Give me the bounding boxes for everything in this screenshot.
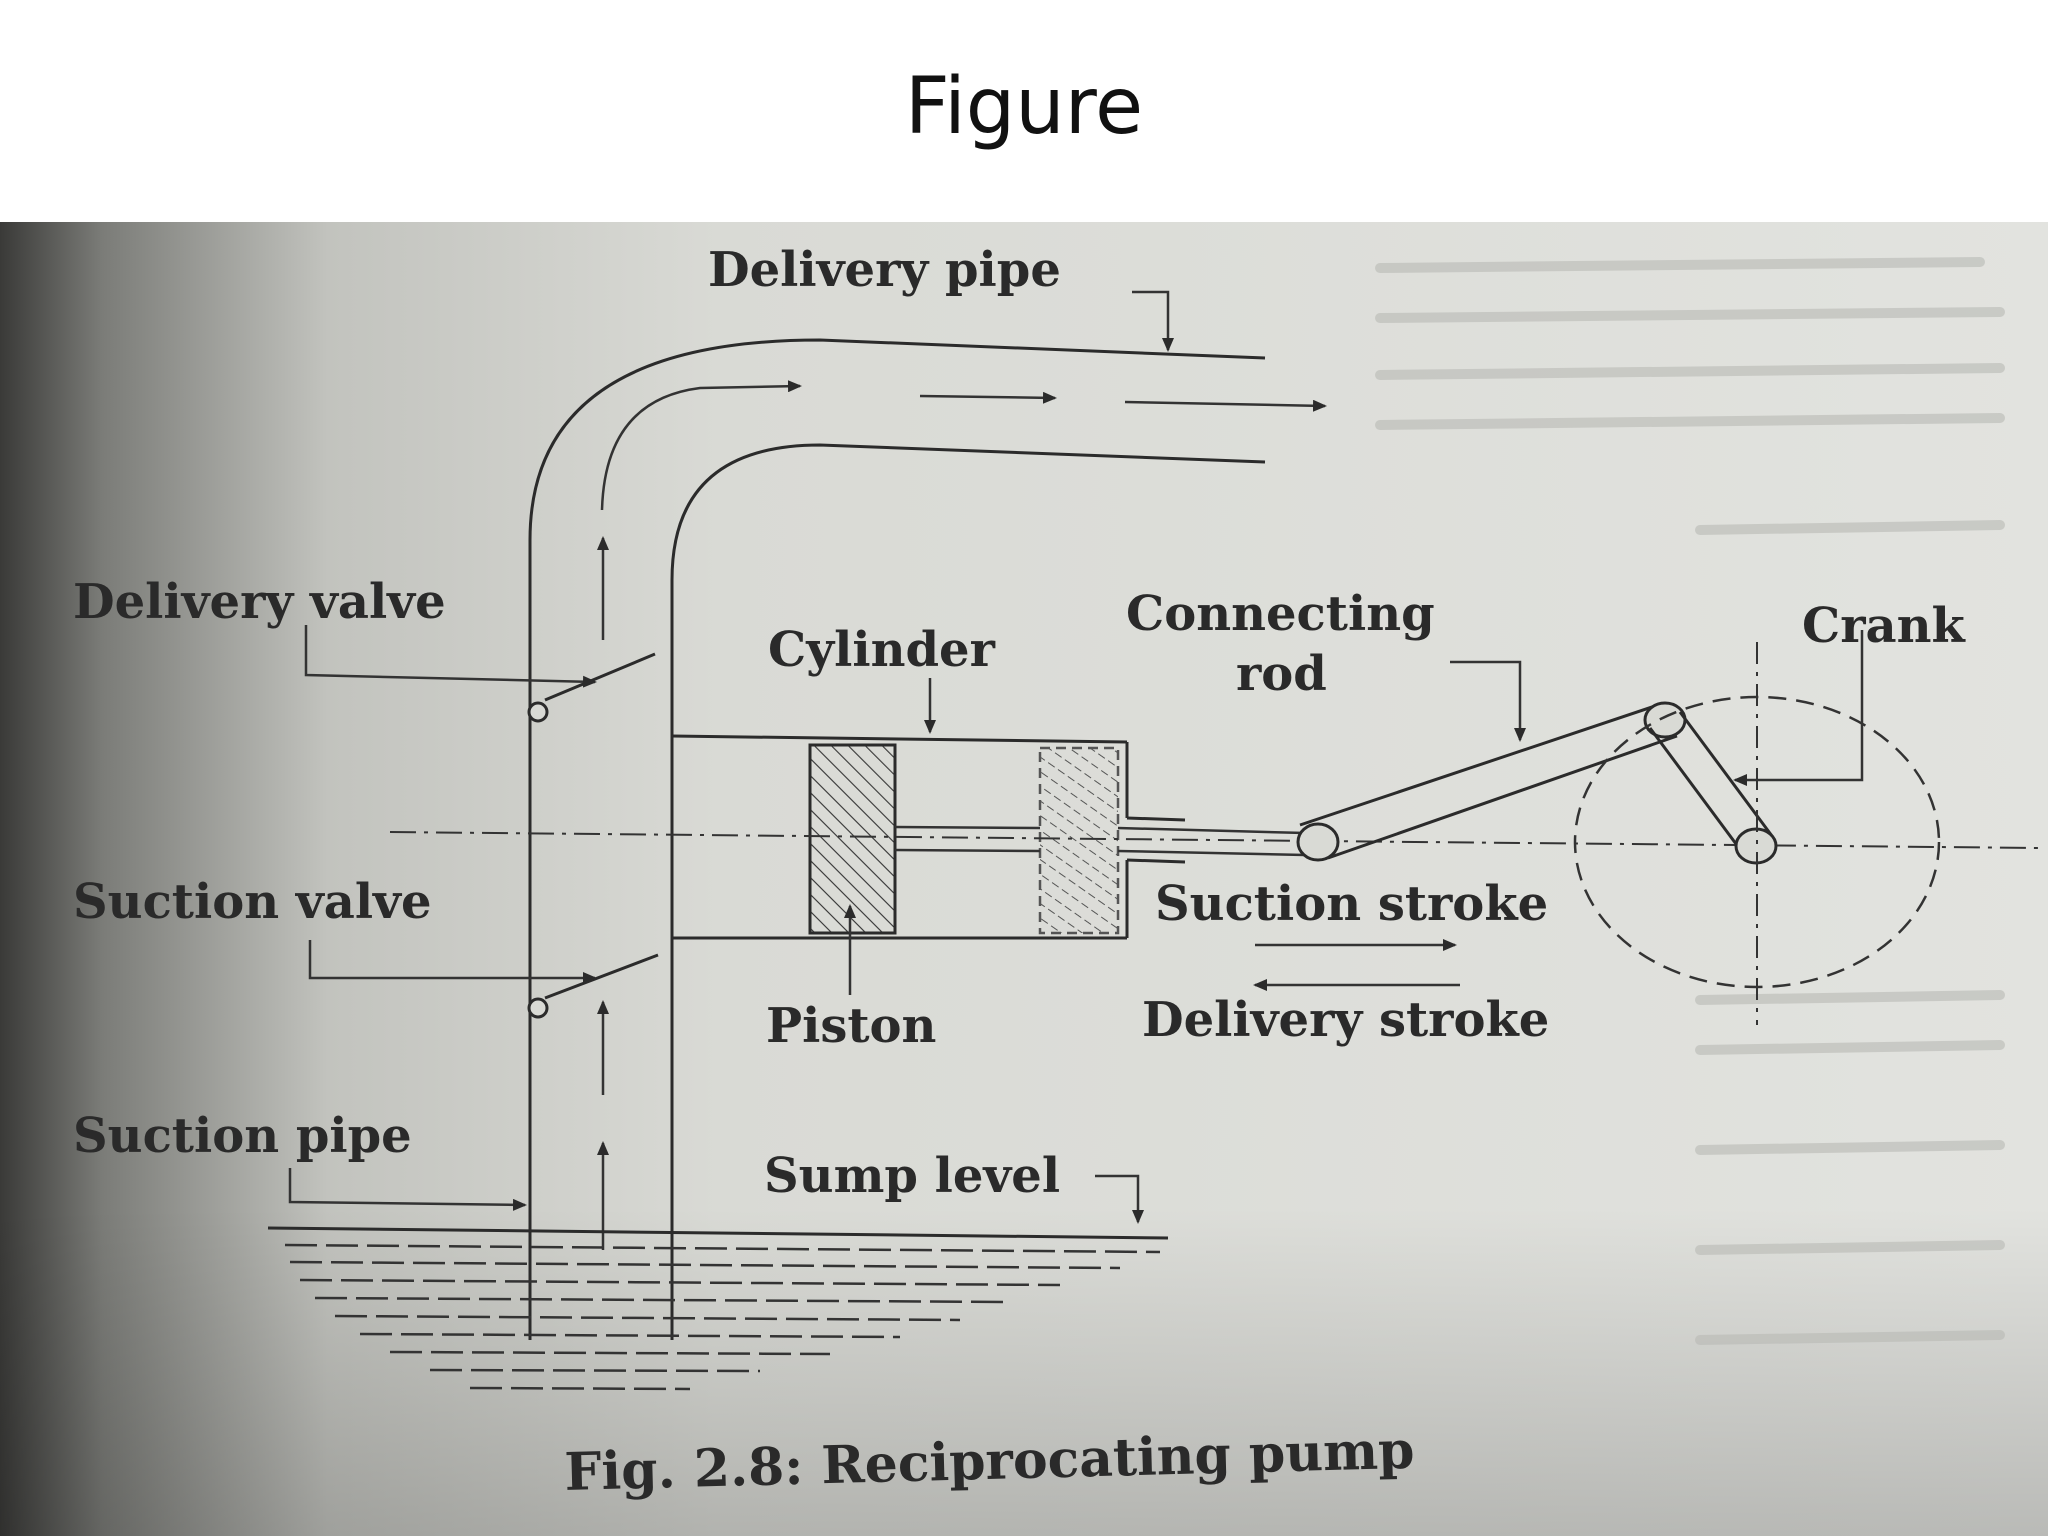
label-delivery-pipe: Delivery pipe: [708, 242, 1061, 298]
reciprocating-pump-diagram: Delivery pipe Delivery valve Cylinder Co…: [0, 222, 2048, 1536]
label-piston: Piston: [766, 998, 936, 1054]
diagram-photo: Delivery pipe Delivery valve Cylinder Co…: [0, 222, 2048, 1536]
label-suction-stroke: Suction stroke: [1155, 876, 1548, 932]
label-sump-level: Sump level: [764, 1148, 1060, 1204]
label-delivery-valve: Delivery valve: [73, 574, 446, 630]
label-delivery-stroke: Delivery stroke: [1142, 992, 1549, 1048]
suction-valve-flap: [527, 953, 659, 1019]
leader-lines: [288, 290, 1864, 1224]
delivery-pipe: [528, 338, 1266, 1340]
bleed-through-lines: [1375, 257, 2005, 1345]
delivery-valve-flap: [527, 652, 656, 723]
piston-rod: [894, 825, 1306, 857]
label-cylinder: Cylinder: [768, 622, 996, 678]
sump-level-line: [267, 1226, 1169, 1240]
sump-water: [284, 1243, 1161, 1391]
label-suction-valve: Suction valve: [73, 874, 431, 930]
label-crank: Crank: [1802, 598, 1966, 654]
cylinder-body: [671, 734, 1186, 940]
label-suction-pipe: Suction pipe: [73, 1108, 412, 1164]
label-connecting: Connecting: [1126, 586, 1435, 642]
flow-arrows-delivery: [597, 380, 1327, 640]
slide-title: Figure: [904, 62, 1144, 152]
piston-block: [808, 743, 897, 935]
piston-ghost: [1038, 746, 1120, 935]
label-rod: rod: [1236, 646, 1327, 702]
